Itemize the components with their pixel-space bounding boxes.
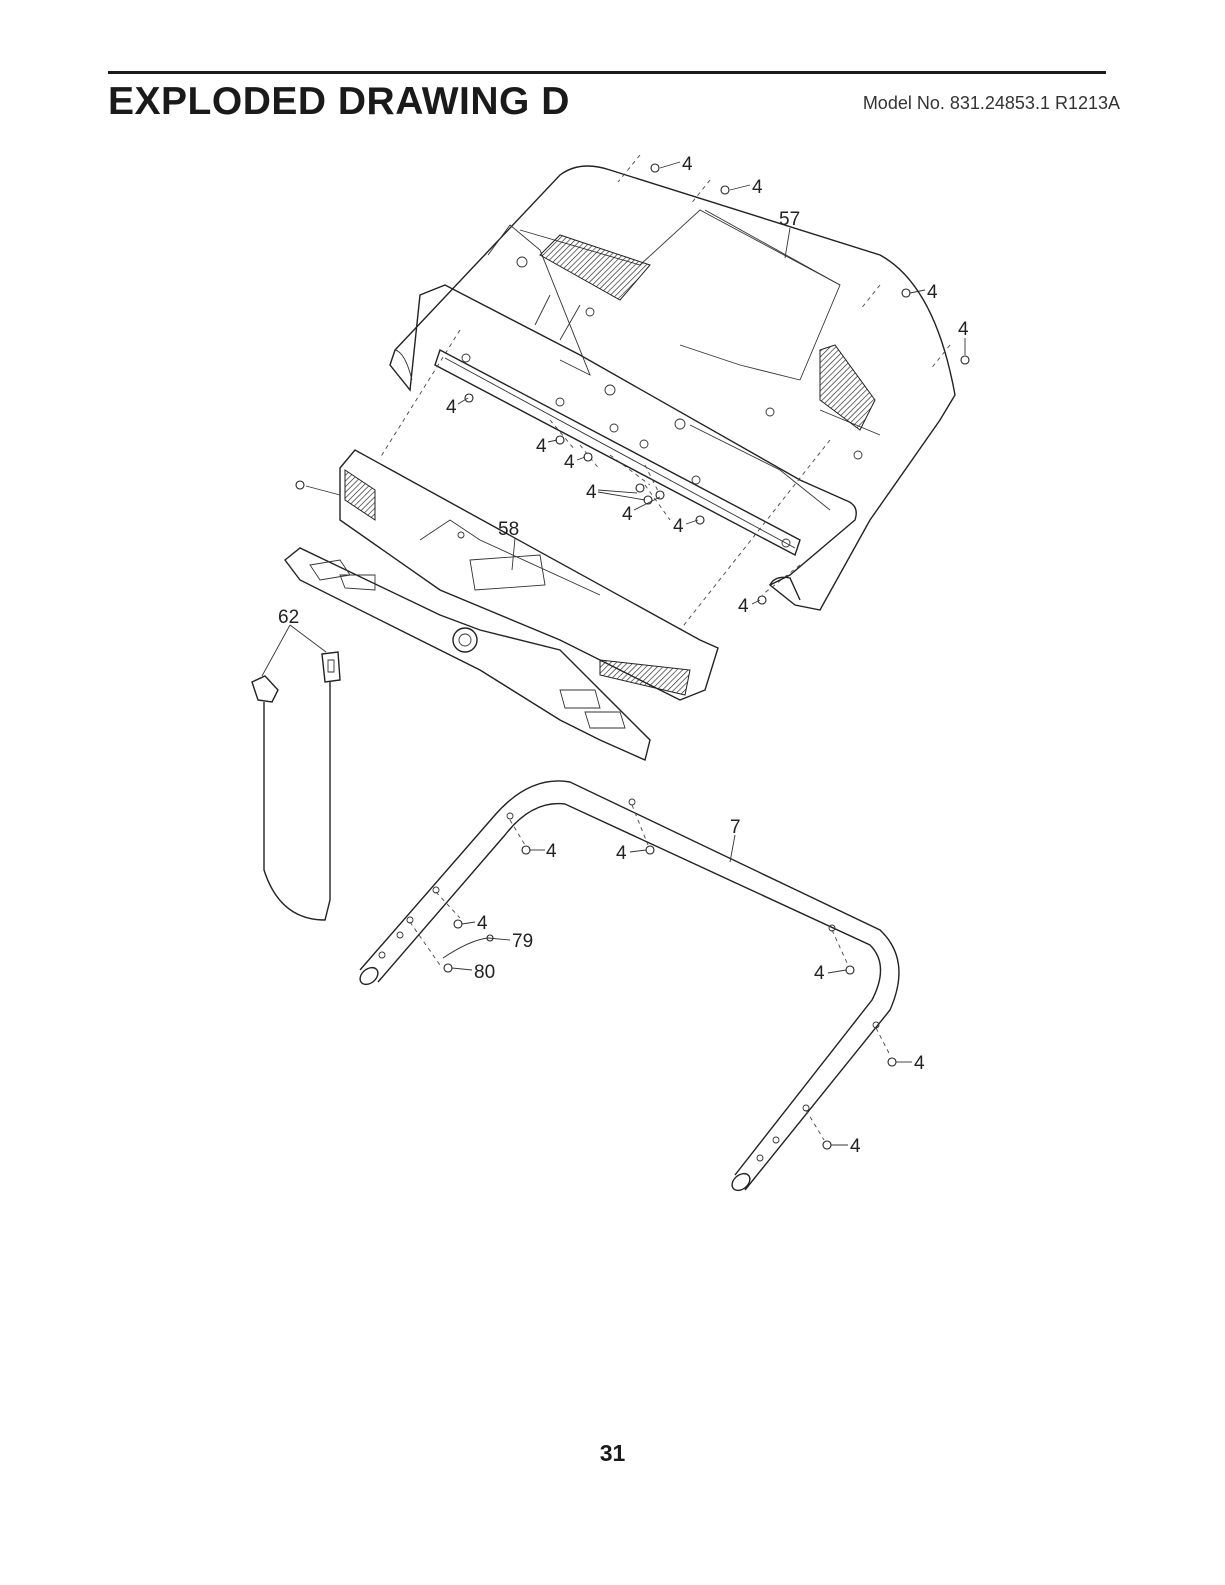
- callout-58: 58: [498, 519, 519, 540]
- alignment-lines: [380, 155, 950, 1140]
- part-62-pulse-sensor: [252, 625, 340, 920]
- callout-4: 4: [536, 436, 547, 457]
- callout-4: 4: [673, 516, 684, 537]
- callout-7: 7: [730, 817, 741, 838]
- part-7-handrail-tube: [357, 781, 899, 1194]
- page-number: 31: [0, 1440, 1225, 1467]
- callout-4: 4: [682, 154, 693, 175]
- callout-4: 4: [814, 963, 825, 984]
- callout-4: 4: [564, 452, 575, 473]
- part-58-lower-cover: [340, 450, 718, 700]
- console-trim-strip: [285, 548, 650, 760]
- callout-4: 4: [616, 843, 627, 864]
- callout-4: 4: [586, 482, 597, 503]
- callout-80: 80: [474, 962, 495, 983]
- callout-4: 4: [958, 319, 969, 340]
- callout-4: 4: [446, 397, 457, 418]
- callout-4: 4: [914, 1053, 925, 1074]
- leader-lines: [306, 162, 965, 1145]
- callout-62: 62: [278, 607, 299, 628]
- callout-4: 4: [927, 282, 938, 303]
- part-57-upper-housing: [390, 166, 955, 610]
- callout-79: 79: [512, 931, 533, 952]
- callout-4: 4: [477, 913, 488, 934]
- callout-4: 4: [546, 841, 557, 862]
- callout-57: 57: [779, 209, 800, 230]
- callout-4: 4: [850, 1136, 861, 1157]
- screws-part-4: [296, 164, 969, 1149]
- callout-4: 4: [752, 177, 763, 198]
- callout-4: 4: [738, 596, 749, 617]
- callout-4: 4: [622, 504, 633, 525]
- callout-labels: 4 4 57 4 4 4 4 4 4 4 4 4 58 62 7 4 4 4 7…: [278, 154, 969, 1157]
